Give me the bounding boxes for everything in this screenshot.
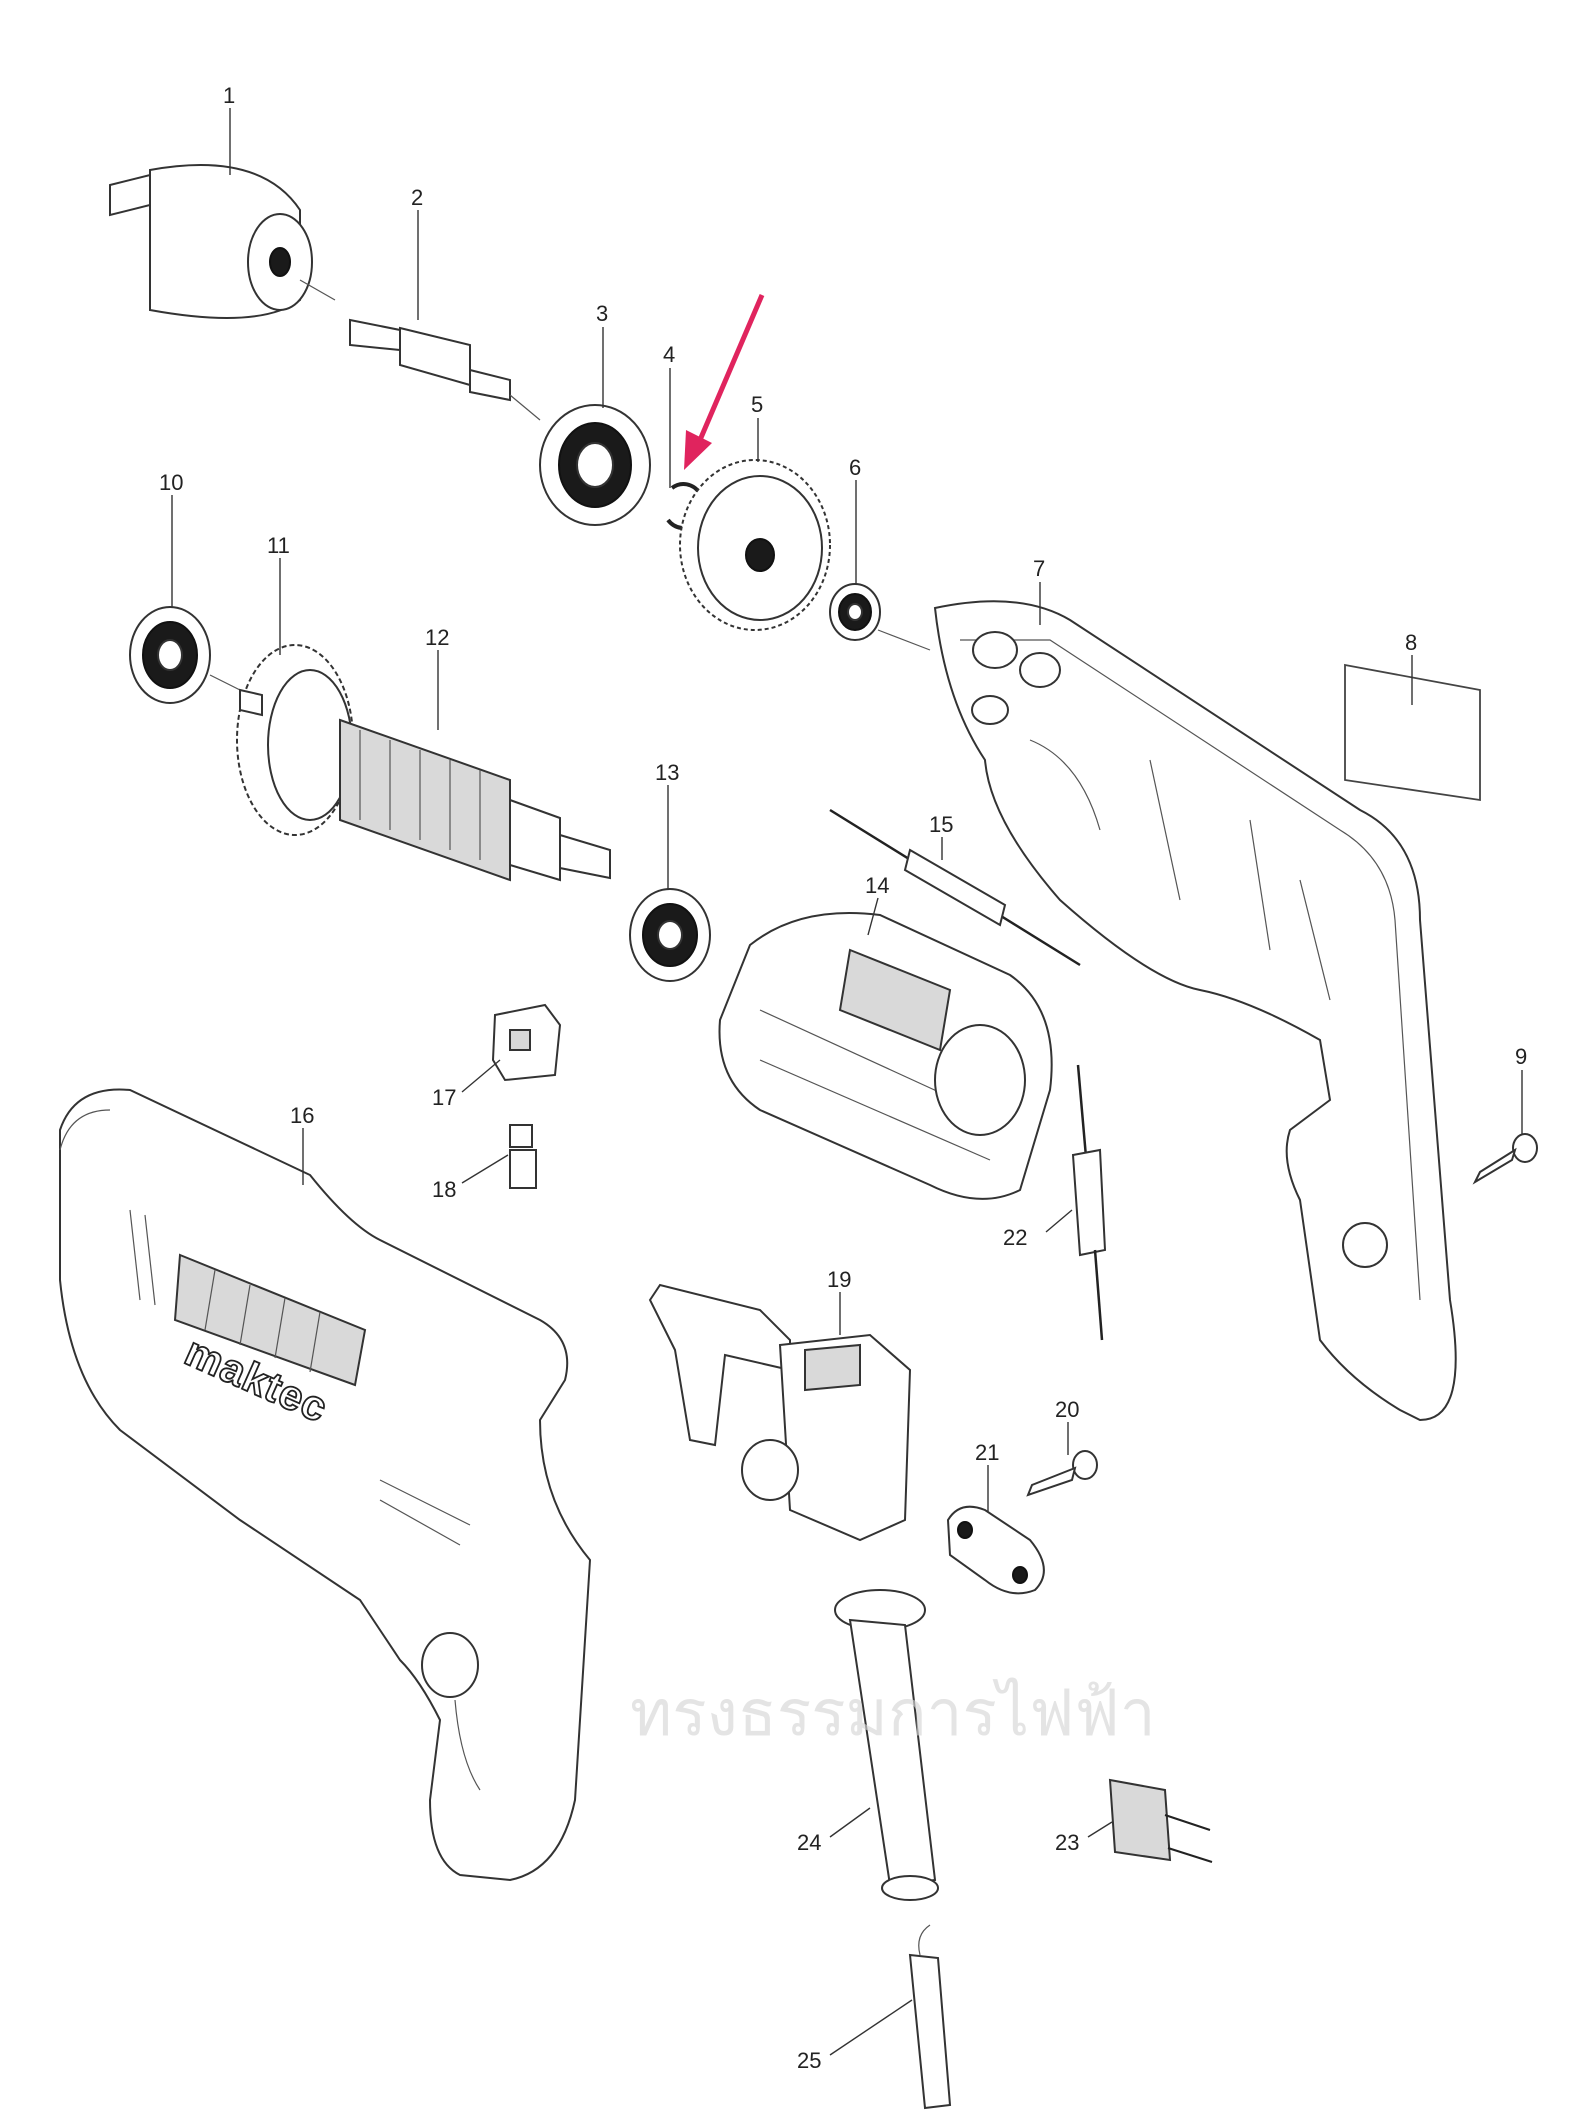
callout-2: 2 xyxy=(411,185,423,210)
callout-17: 17 xyxy=(432,1085,456,1110)
callout-3: 3 xyxy=(596,301,608,326)
callout-5: 5 xyxy=(751,392,763,417)
leader-lines xyxy=(171,108,1523,2056)
part-2-spindle xyxy=(349,318,541,421)
callout-15: 15 xyxy=(929,812,953,837)
watermark-text: ทรงธรรมการไฟฟ้า xyxy=(630,1677,1156,1751)
callout-1: 1 xyxy=(223,83,235,108)
part-17-brush-holder xyxy=(491,1003,562,1082)
callout-16: 16 xyxy=(290,1103,314,1128)
part-23-capacitor xyxy=(1108,1778,1213,1863)
callout-8: 8 xyxy=(1405,630,1417,655)
callout-13: 13 xyxy=(655,760,679,785)
callout-12: 12 xyxy=(425,625,449,650)
part-11-fan xyxy=(236,644,354,836)
callout-23: 23 xyxy=(1055,1830,1079,1855)
part-18-carbon-brush xyxy=(509,1124,537,1189)
callout-10: 10 xyxy=(159,470,183,495)
callout-6: 6 xyxy=(849,455,861,480)
callout-20: 20 xyxy=(1055,1397,1079,1422)
callout-numbers: 1 2 3 4 5 6 7 8 9 10 11 12 13 14 15 16 1… xyxy=(159,83,1527,2073)
callout-18: 18 xyxy=(432,1177,456,1202)
callout-19: 19 xyxy=(827,1267,851,1292)
callout-24: 24 xyxy=(797,1830,821,1855)
part-16-motor-housing: maktec xyxy=(59,1088,592,1882)
part-3-ball-bearing xyxy=(539,404,651,526)
part-6-small-bearing xyxy=(829,583,931,651)
callout-4: 4 xyxy=(663,342,675,367)
callout-22: 22 xyxy=(1003,1225,1027,1250)
part-21-strain-relief xyxy=(946,1505,1045,1595)
part-1-drill-chuck xyxy=(109,164,336,319)
part-15-insulation-tube xyxy=(829,808,1081,967)
highlight-arrow xyxy=(684,294,765,470)
part-24-cord-guard xyxy=(834,1589,939,1901)
callout-14: 14 xyxy=(865,873,889,898)
part-12-armature xyxy=(239,688,611,882)
part-8-name-plate xyxy=(1344,663,1481,802)
part-7-housing-set xyxy=(933,600,1457,1422)
callout-25: 25 xyxy=(797,2048,821,2073)
part-10-ball-bearing xyxy=(129,606,241,704)
callout-7: 7 xyxy=(1033,556,1045,581)
part-20-screw xyxy=(1026,1450,1098,1497)
part-25-power-cord xyxy=(908,1924,952,2110)
callout-11: 11 xyxy=(267,533,290,558)
part-9-screw xyxy=(1472,1133,1538,1185)
callout-21: 21 xyxy=(975,1440,999,1465)
part-22-noise-suppressor xyxy=(1071,1064,1107,1341)
part-19-switch xyxy=(648,1283,912,1542)
callout-9: 9 xyxy=(1515,1044,1527,1069)
part-13-ball-bearing xyxy=(629,888,711,982)
part-14-field xyxy=(718,912,1053,1200)
part-5-gear xyxy=(679,459,831,631)
